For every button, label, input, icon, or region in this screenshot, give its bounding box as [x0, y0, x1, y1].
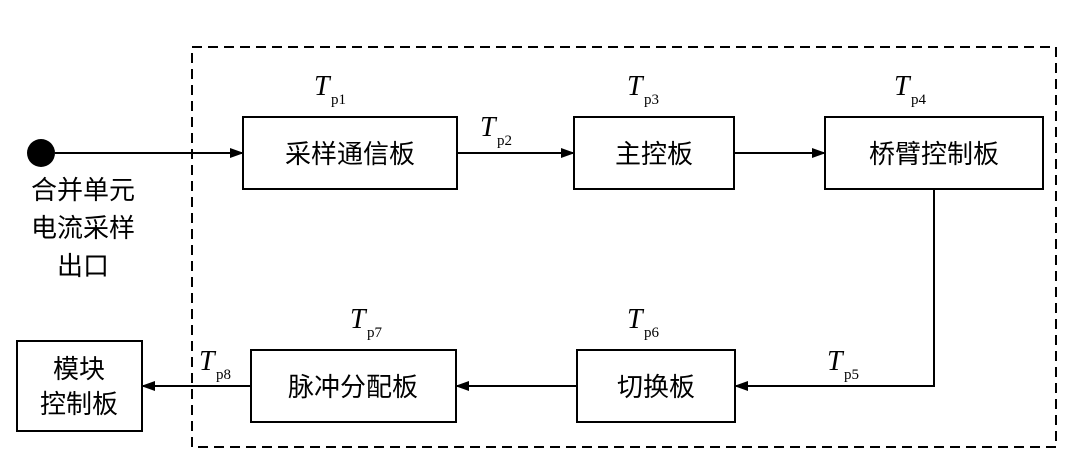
svg-text:T: T: [627, 71, 645, 102]
sampling-board-label: 采样通信板: [285, 140, 415, 170]
svg-text:T: T: [894, 71, 912, 102]
svg-text:T: T: [627, 304, 645, 335]
delay-tp3: T p3: [627, 71, 659, 108]
delay-tp7: T p7: [350, 304, 383, 341]
module-control-board-label-line-2: 控制板: [40, 390, 118, 420]
delay-tp2: T p2: [480, 112, 512, 149]
svg-text:p8: p8: [216, 367, 231, 383]
svg-text:p5: p5: [844, 367, 859, 383]
source-label-line-2: 电流采样: [31, 214, 135, 244]
sampling-board: 采样通信板: [242, 116, 458, 190]
switch-board-label: 切换板: [617, 373, 695, 403]
module-control-board: 模块 控制板: [16, 340, 143, 432]
main-control-board: 主控板: [573, 116, 735, 190]
svg-text:p6: p6: [644, 325, 660, 341]
svg-text:p3: p3: [644, 92, 659, 108]
svg-text:p1: p1: [331, 92, 346, 108]
svg-text:T: T: [350, 304, 368, 335]
svg-text:p4: p4: [911, 92, 927, 108]
svg-text:p7: p7: [367, 325, 383, 341]
delay-tp4: T p4: [894, 71, 927, 108]
svg-text:T: T: [199, 346, 217, 377]
bridge-arm-control-board-label: 桥臂控制板: [869, 140, 999, 170]
bridge-arm-control-board: 桥臂控制板: [824, 116, 1044, 190]
svg-text:p2: p2: [497, 133, 512, 149]
pulse-distribution-board: 脉冲分配板: [250, 349, 457, 423]
svg-text:T: T: [480, 112, 498, 143]
main-control-board-label: 主控板: [615, 140, 693, 170]
source-label-line-3: 出口: [57, 252, 109, 282]
pulse-distribution-board-label: 脉冲分配板: [288, 373, 418, 403]
delay-tp6: T p6: [627, 304, 660, 341]
svg-text:T: T: [314, 71, 332, 102]
source-node: [27, 139, 55, 167]
switch-board: 切换板: [576, 349, 736, 423]
source-label-line-1: 合并单元: [31, 176, 135, 206]
svg-text:T: T: [827, 346, 845, 377]
delay-tp5: T p5: [827, 346, 859, 383]
arrow-bridge-to-switch: [734, 190, 935, 391]
module-control-board-label-line-1: 模块: [53, 355, 105, 385]
delay-tp8: T p8: [199, 346, 231, 383]
system-boundary: [191, 46, 1057, 448]
delay-tp1: T p1: [314, 71, 346, 108]
